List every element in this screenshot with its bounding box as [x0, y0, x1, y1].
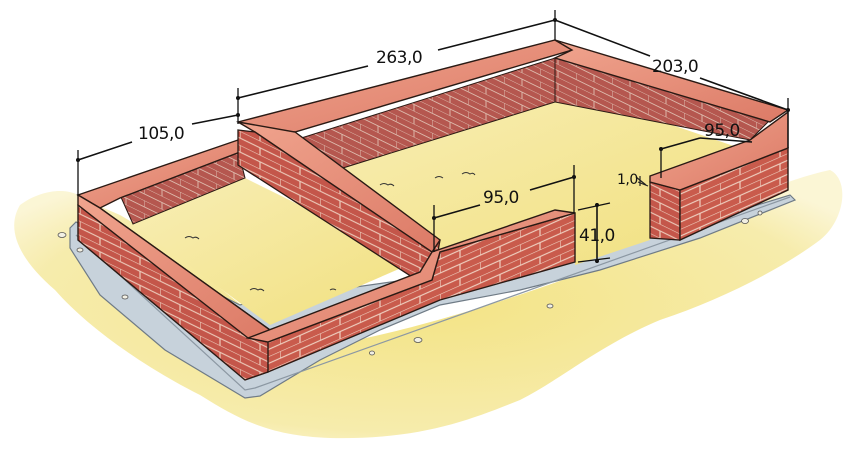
- left-sand-infill: [133, 178, 415, 325]
- dimension-inner-wall-length: 95,0: [432, 165, 576, 252]
- pebbles: [57, 210, 763, 356]
- sand-texture-marks: [184, 172, 476, 292]
- dimension-wall-height: 41,0: [577, 202, 615, 263]
- front-wall-cap: [245, 209, 576, 343]
- right-pier-wall-face: [649, 181, 681, 241]
- label-95-inner: 95,0: [483, 188, 519, 208]
- label-1: 1,0: [617, 172, 638, 188]
- right-wall-cap: [553, 39, 790, 123]
- label-105: 105,0: [138, 124, 184, 144]
- label-203: 203,0: [652, 57, 698, 77]
- dimension-gap: 1,0: [617, 172, 649, 188]
- partition-wall-cap: [237, 121, 441, 253]
- footing-edge: [75, 196, 791, 391]
- label-41: 41,0: [579, 226, 615, 246]
- dimension-back-wall-length: 95,0: [659, 121, 753, 178]
- dimension-overall-length: 263,0: [236, 10, 557, 100]
- dimension-overall-depth: 203,0: [554, 19, 790, 148]
- label-95-back: 95,0: [704, 121, 740, 141]
- dimension-left-width: 105,0: [76, 88, 240, 196]
- label-263: 263,0: [376, 48, 422, 68]
